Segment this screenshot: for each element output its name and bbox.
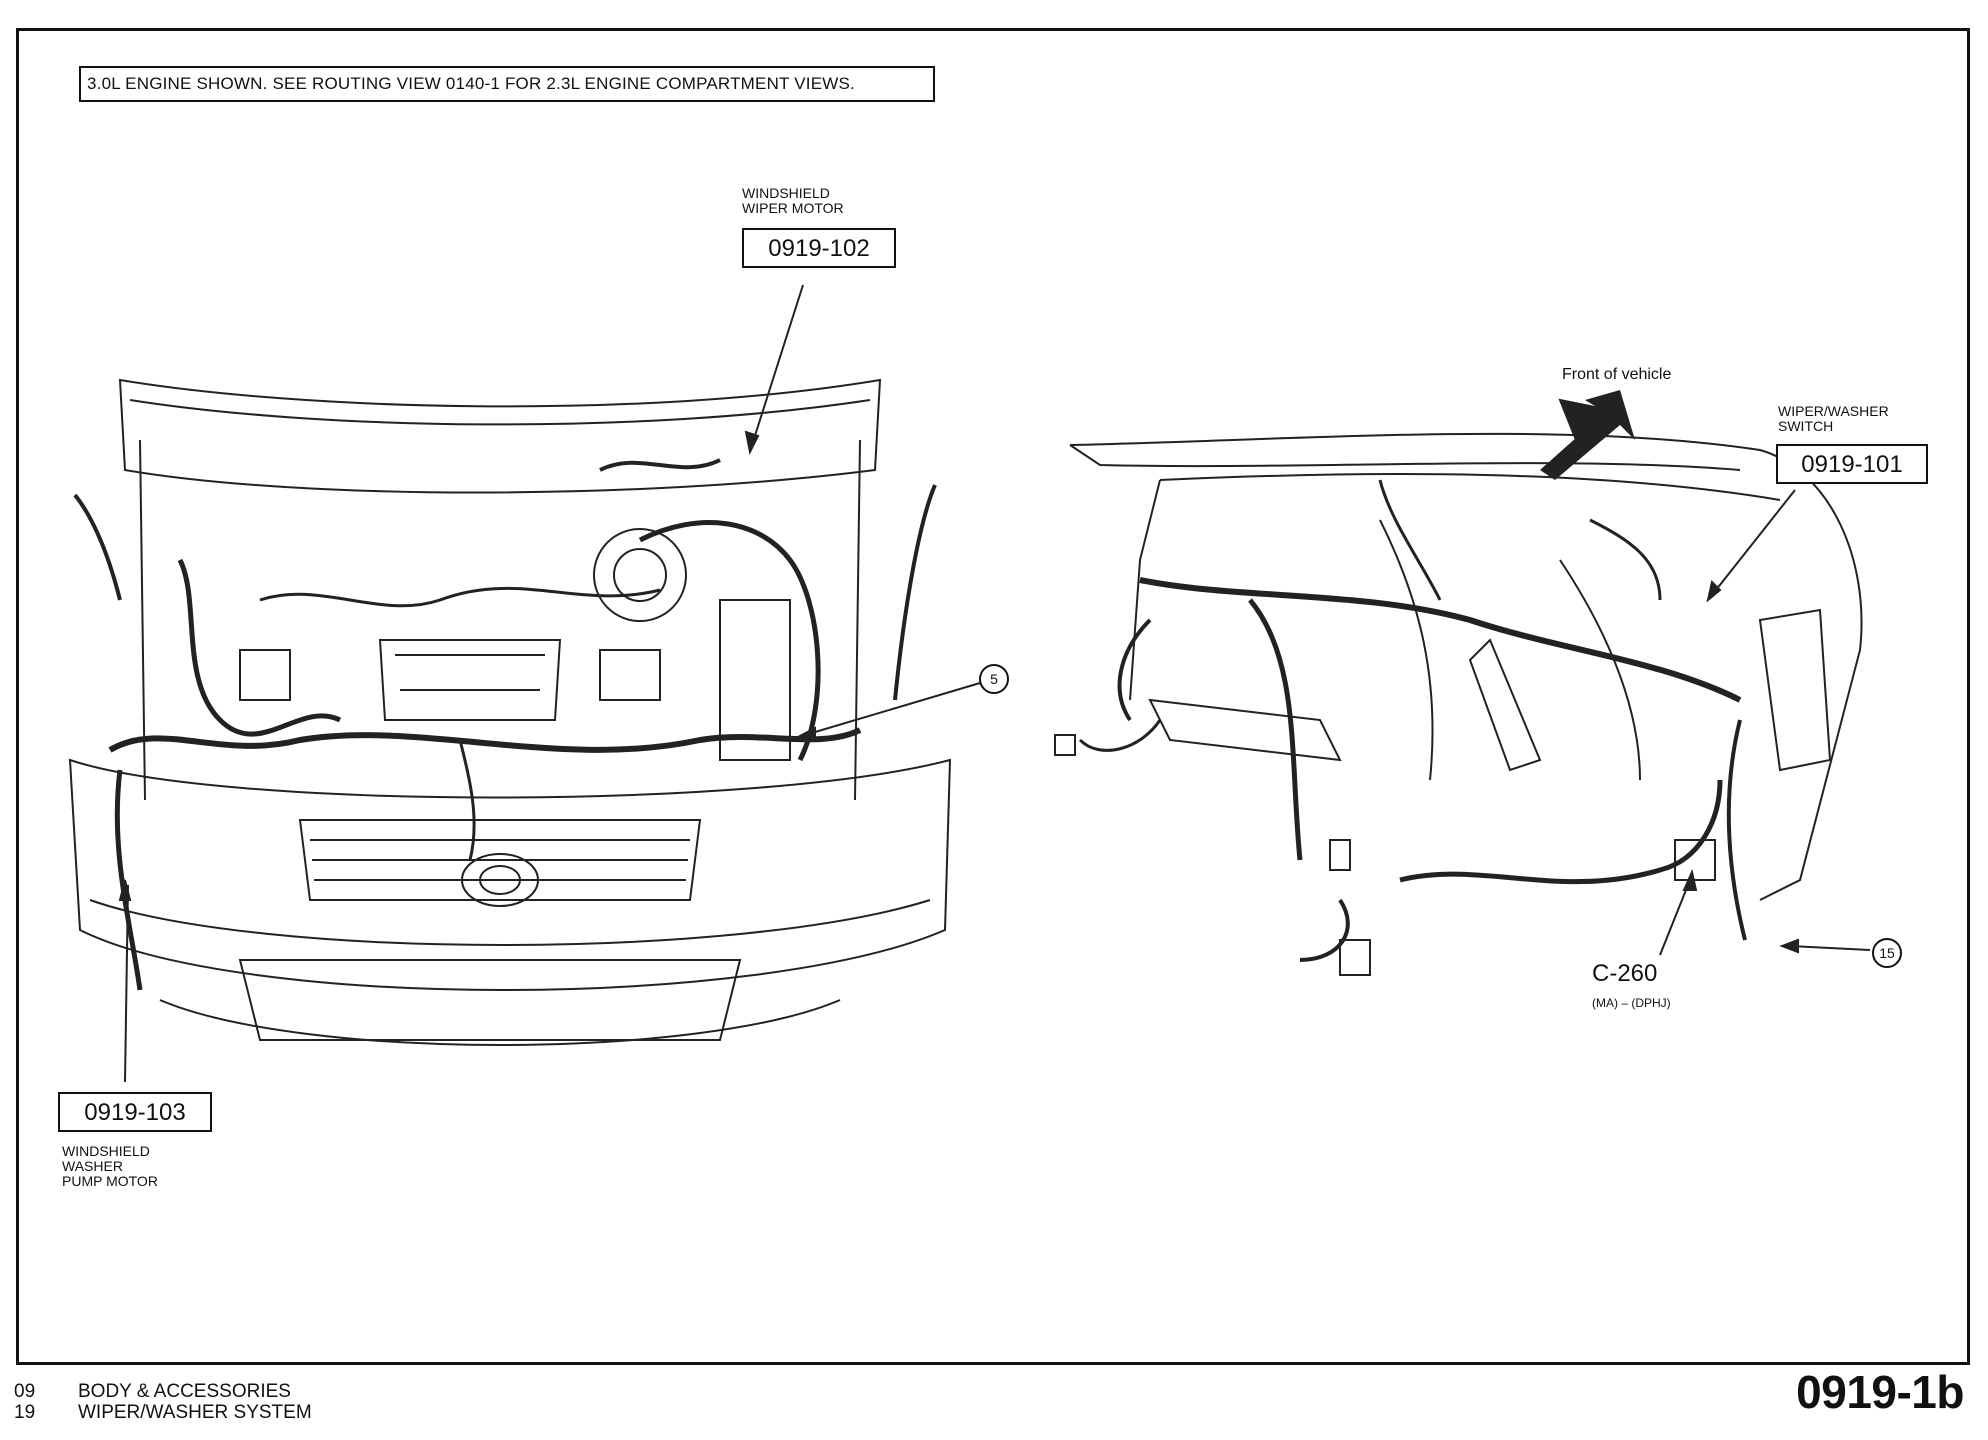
washer-pump-leader bbox=[124, 884, 129, 1083]
footer-subsection-no: 19 bbox=[14, 1402, 36, 1423]
switch-leader bbox=[1711, 489, 1796, 596]
footer-subsection-name: WIPER/WASHER SYSTEM bbox=[78, 1402, 312, 1423]
footer-section-name: BODY & ACCESSORIES bbox=[78, 1381, 291, 1402]
engine-note: 3.0L ENGINE SHOWN. SEE ROUTING VIEW 0140… bbox=[79, 66, 935, 102]
footer-section-no: 09 bbox=[14, 1381, 36, 1402]
sheet-number: 0919-1b bbox=[1796, 1366, 1964, 1418]
wiper-washer-switch-ref[interactable]: 0919-101 bbox=[1776, 444, 1928, 484]
c260-leader bbox=[1659, 879, 1691, 956]
connector-c260-sub: (MA) – (DPHJ) bbox=[1592, 996, 1671, 1010]
instrument-panel-illustration bbox=[1054, 398, 1863, 976]
engine-compartment-illustration bbox=[68, 378, 952, 1046]
callout-5-leader bbox=[804, 682, 981, 736]
callout-15-leader bbox=[1789, 945, 1871, 951]
wiper-washer-switch-label: WIPER/WASHER SWITCH bbox=[1778, 403, 1889, 434]
front-of-vehicle-label: Front of vehicle bbox=[1562, 366, 1672, 383]
washer-pump-label: WINDSHIELD WASHER PUMP MOTOR bbox=[62, 1143, 158, 1189]
wiper-motor-label: WINDSHIELD WIPER MOTOR bbox=[742, 185, 844, 216]
callout-5: 5 bbox=[979, 664, 1009, 694]
connector-c260: C-260 bbox=[1592, 960, 1658, 987]
front-arrow bbox=[1540, 390, 1635, 480]
washer-pump-ref[interactable]: 0919-103 bbox=[58, 1092, 212, 1132]
wiper-motor-leader bbox=[751, 284, 804, 446]
drawing-frame bbox=[16, 28, 1970, 1365]
wiper-motor-ref[interactable]: 0919-102 bbox=[742, 228, 896, 268]
callout-15: 15 bbox=[1872, 938, 1902, 968]
